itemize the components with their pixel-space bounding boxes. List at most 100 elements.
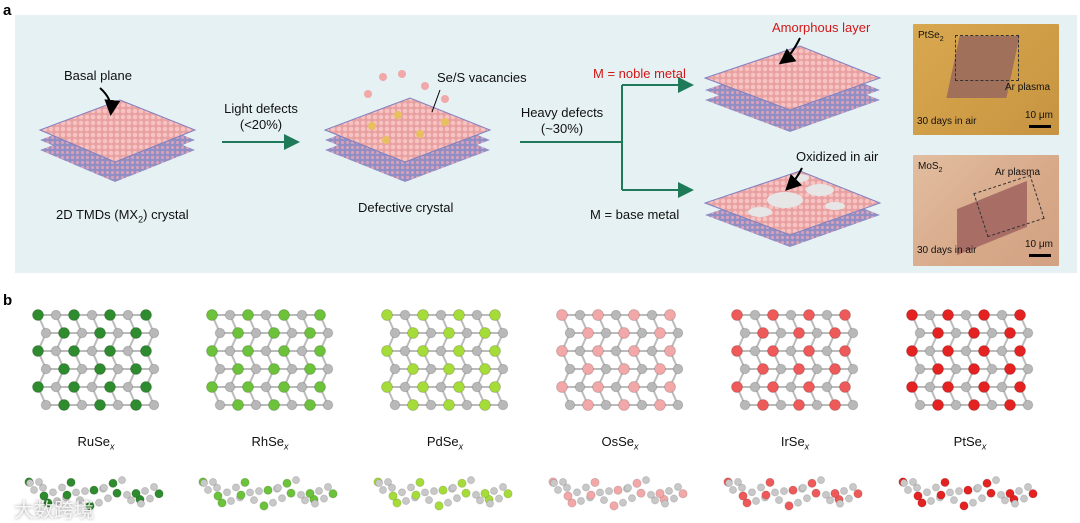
heavy-defects-label: Heavy defects [512, 105, 612, 120]
selenium-atom [799, 484, 806, 491]
micrograph-scale: 10 μm [1025, 239, 1053, 250]
selenium-atom [123, 491, 130, 498]
selenium-atom [320, 495, 327, 502]
metal-atom [306, 489, 314, 497]
selenium-atom [375, 479, 382, 486]
selenium-atom [575, 310, 585, 320]
selenium-atom [915, 364, 925, 374]
metal-atom [629, 382, 640, 393]
selenium-atom [776, 400, 786, 410]
metal-atom [131, 400, 142, 411]
selenium-atom [725, 479, 732, 486]
metal-atom [305, 400, 316, 411]
metal-atom [105, 346, 116, 357]
selenium-atom [87, 382, 97, 392]
metal-atom [264, 486, 272, 494]
metal-atom [969, 328, 980, 339]
selenium-atom [951, 400, 961, 410]
selenium-atom [118, 477, 125, 484]
metal-atom [241, 478, 249, 486]
selenium-atom [315, 487, 322, 494]
selenium-atom [261, 382, 271, 392]
structure-subscript: x [459, 442, 464, 452]
metal-atom [109, 479, 117, 487]
scale-bar [1029, 125, 1051, 128]
structure-top-view [26, 305, 166, 420]
metal-atom [243, 382, 254, 393]
metal-atom [287, 489, 295, 497]
selenium-atom [490, 487, 497, 494]
micrograph-plasma: Ar plasma [1005, 82, 1050, 93]
defective-crystal [325, 70, 490, 182]
selenium-atom [750, 382, 760, 392]
selenium-atom [204, 486, 211, 493]
selenium-atom [909, 478, 916, 485]
metal-atom [633, 479, 641, 487]
metal-atom [269, 364, 280, 375]
metal-atom [619, 364, 630, 375]
selenium-atom [624, 484, 631, 491]
metal-atom [583, 400, 594, 411]
selenium-atom [227, 497, 234, 504]
basal-plane-label: Basal plane [64, 68, 132, 83]
metal-atom [269, 400, 280, 411]
metal-atom [243, 346, 254, 357]
selenium-atom [575, 346, 585, 356]
metal-atom [768, 310, 779, 321]
metal-atom [315, 310, 326, 321]
selenium-atom [554, 486, 561, 493]
micrograph-material: MoS2 [918, 161, 942, 174]
metal-atom [67, 478, 75, 486]
selenium-atom [323, 400, 333, 410]
metal-atom [732, 382, 743, 393]
selenium-atom [1023, 328, 1033, 338]
selenium-atom [611, 346, 621, 356]
selenium-atom [274, 484, 281, 491]
heavy-defects-arrow [520, 85, 690, 190]
metal-atom [207, 346, 218, 357]
selenium-atom [400, 310, 410, 320]
selenium-atom [250, 497, 257, 504]
selenium-atom [77, 328, 87, 338]
metal-atom [233, 400, 244, 411]
metal-atom [480, 400, 491, 411]
selenium-atom [421, 489, 428, 496]
metal-atom [69, 346, 80, 357]
selenium-atom [1023, 400, 1033, 410]
selenium-atom [251, 328, 261, 338]
selenium-atom [498, 328, 508, 338]
metal-atom [593, 382, 604, 393]
structure-top-view [375, 305, 515, 420]
selenium-atom [462, 364, 472, 374]
metal-atom [614, 486, 622, 494]
metal-atom [960, 502, 968, 510]
heavy-defects-percent: (~30%) [512, 121, 612, 136]
metal-atom [382, 382, 393, 393]
metal-atom [480, 328, 491, 339]
selenium-atom [287, 400, 297, 410]
metal-atom [987, 489, 995, 497]
selenium-atom [776, 328, 786, 338]
selenium-atom [297, 491, 304, 498]
metal-atom [964, 486, 972, 494]
metal-atom [812, 489, 820, 497]
metal-atom [462, 489, 470, 497]
selenium-atom [87, 346, 97, 356]
metal-atom [408, 328, 419, 339]
selenium-atom [1011, 500, 1018, 507]
metal-atom [315, 382, 326, 393]
metal-atom [854, 490, 862, 498]
metal-atom [458, 479, 466, 487]
structure-formula: OsSe [601, 434, 634, 449]
selenium-atom [87, 310, 97, 320]
noble-metal-label: M = noble metal [593, 66, 686, 81]
metal-atom [732, 310, 743, 321]
selenium-atom [575, 382, 585, 392]
selenium-atom [992, 477, 999, 484]
structure-top-view [200, 305, 340, 420]
selenium-atom [611, 310, 621, 320]
selenium-atom [436, 346, 446, 356]
metal-atom [131, 328, 142, 339]
selenium-atom [596, 489, 603, 496]
selenium-atom [923, 489, 930, 496]
